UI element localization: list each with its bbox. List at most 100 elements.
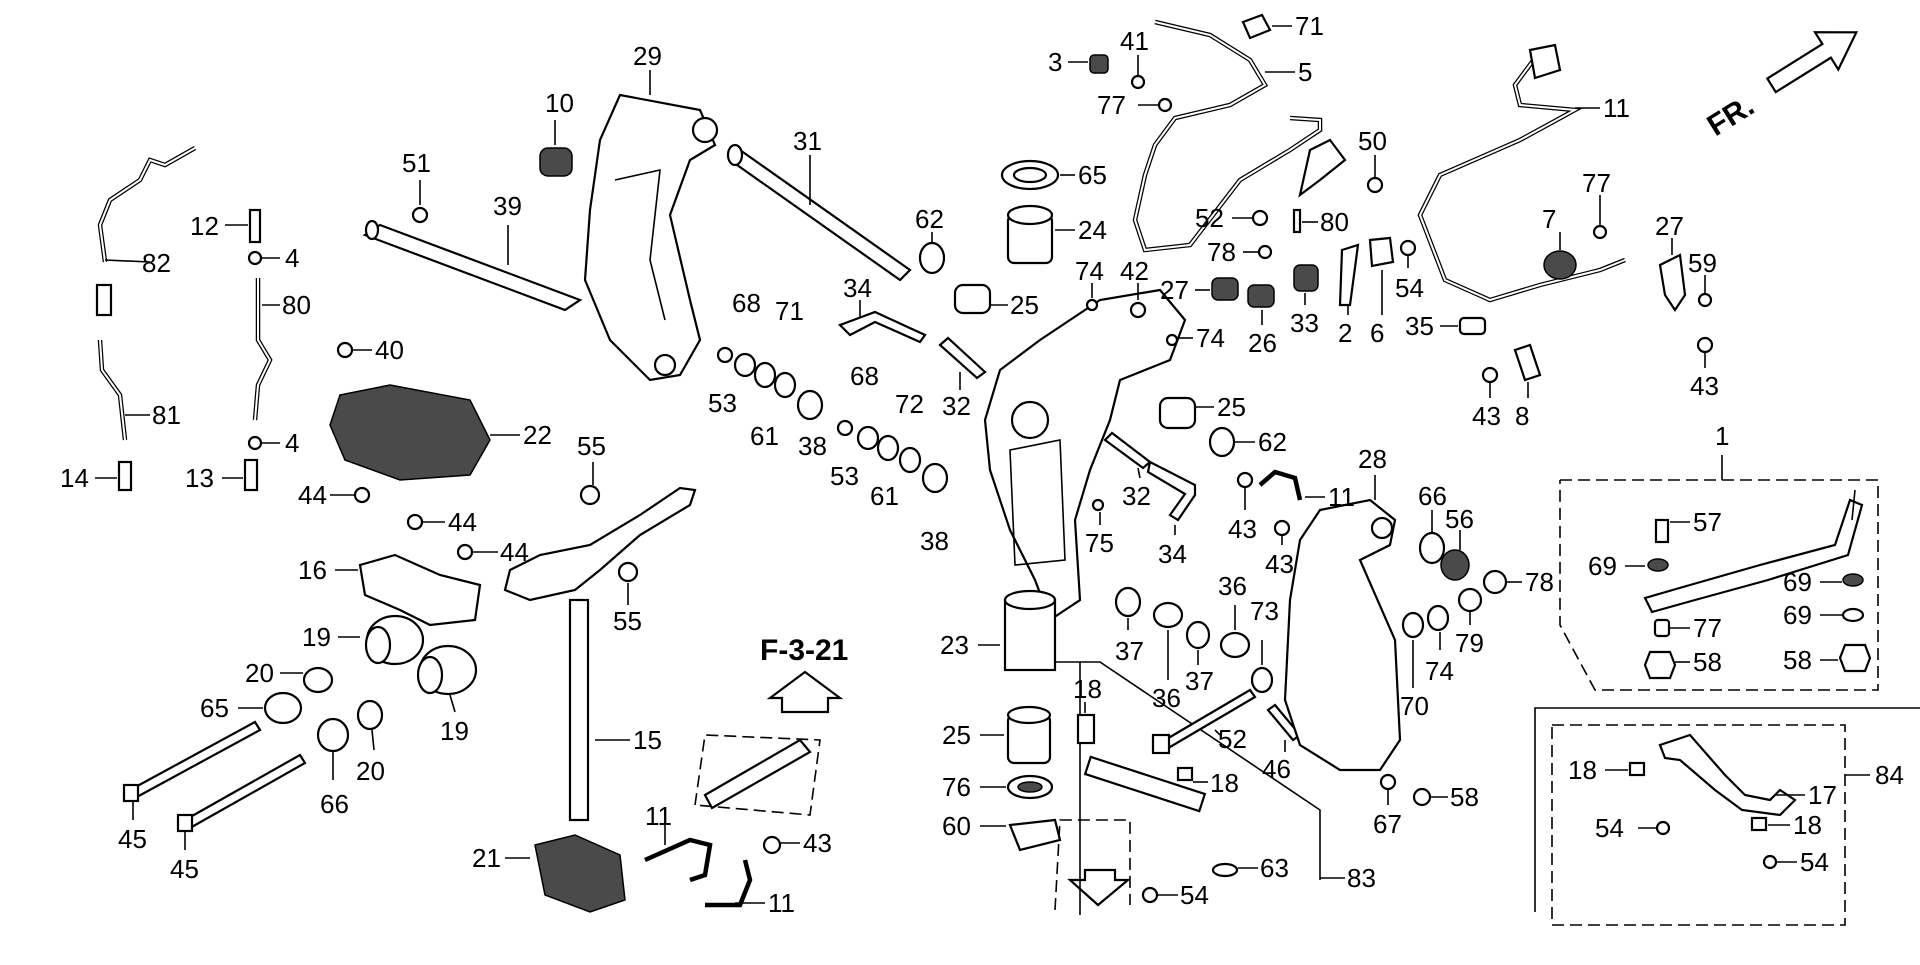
callout-34a: 34 xyxy=(843,273,872,303)
link-21: 21 xyxy=(472,834,626,913)
hose-84: 82 xyxy=(95,146,197,317)
bolt-40: 40 xyxy=(336,335,404,365)
bolt-78: 78 xyxy=(1207,237,1273,267)
washer-20a: 20 xyxy=(245,658,334,694)
clip-9: 8 xyxy=(1513,343,1542,431)
washer-37b: 37 xyxy=(1185,620,1214,696)
nut-80a: 78 xyxy=(1482,567,1554,597)
callout-76: 77 xyxy=(1097,90,1126,120)
callout-7: 11 xyxy=(1603,93,1630,123)
washer-71d: 74 xyxy=(1425,604,1454,686)
bushing-25-upper: 25 xyxy=(953,283,1039,320)
callout-44a: 44 xyxy=(298,480,327,510)
callout-68a: 68 xyxy=(732,288,761,318)
callout-56: 56 xyxy=(1445,504,1474,534)
group-1: 1 57 69 69 69 77 58 58 xyxy=(1559,421,1879,691)
callout-12: 12 xyxy=(190,211,219,241)
lever-34-upper: 34 xyxy=(838,273,927,344)
ref-f-3-21: F-3-21 xyxy=(694,634,848,816)
callout-13: 13 xyxy=(185,463,214,493)
washer-stack-upper: 53 68 61 71 38 xyxy=(708,288,827,461)
callout-75: 76 xyxy=(942,772,971,802)
callout-57: 58 xyxy=(1450,782,1479,812)
mount-19b: 19 xyxy=(416,644,478,746)
bolt-45b: 45 xyxy=(170,753,307,884)
fitting-12: 12 xyxy=(190,208,262,244)
callout-53a: 53 xyxy=(708,388,737,418)
wire-11-mid: 11 xyxy=(1258,469,1355,512)
hose-83: 81 xyxy=(97,339,181,441)
plate-60: 60 xyxy=(942,811,1062,852)
bolt-35: 35 xyxy=(1405,311,1487,341)
clamp-4-upper: 4 xyxy=(247,243,299,273)
cover-22: 22 xyxy=(329,384,552,481)
callout-20a: 20 xyxy=(245,658,274,688)
callout-44b: 44 xyxy=(448,507,477,537)
bolt-43-mid1: 43 xyxy=(1228,471,1257,544)
callout-55b: 55 xyxy=(613,606,642,636)
callout-27: 26 xyxy=(1248,328,1277,358)
clamp-4-lower: 4 xyxy=(247,428,299,458)
callout-11c: 11 xyxy=(768,888,795,918)
swivel-case: 23 xyxy=(940,288,1187,672)
callout-36b: 36 xyxy=(1218,571,1247,601)
grommet-6: 10 xyxy=(539,88,574,177)
callout-80a: 78 xyxy=(1525,567,1554,597)
bolt-44a: 44 xyxy=(298,480,371,510)
nut-67: 67 xyxy=(1373,773,1402,839)
callout-35: 35 xyxy=(1405,311,1434,341)
washer-65a: 65 xyxy=(200,691,303,725)
washer-70: 70 xyxy=(1400,611,1429,721)
washer-62-lower: 62 xyxy=(1208,426,1287,458)
callout-54c: 54 xyxy=(1800,847,1829,877)
arm-15: 15 xyxy=(503,486,697,822)
callout-10: 7 xyxy=(1542,204,1556,234)
callout-42: 42 xyxy=(1120,256,1149,286)
plate-29: 28 xyxy=(1283,444,1402,772)
callout-15: 15 xyxy=(633,725,662,755)
callout-6: 10 xyxy=(545,88,574,118)
grommet-27: 26 xyxy=(1247,284,1277,358)
callout-31: 31 xyxy=(793,126,822,156)
callout-85: 83 xyxy=(1347,863,1376,893)
callout-45a: 45 xyxy=(118,824,147,854)
callout-30: 29 xyxy=(633,41,662,71)
callout-54a: 54 xyxy=(1180,880,1209,910)
callout-79: 77 xyxy=(1582,168,1611,198)
nut-55a: 55 xyxy=(577,431,606,506)
callout-78: 78 xyxy=(1207,237,1236,267)
grommet-10: 7 xyxy=(1542,204,1577,280)
washer-65b: 66 xyxy=(316,717,350,819)
callout-8: 6 xyxy=(1370,318,1384,348)
callout-68b: 68 xyxy=(850,361,879,391)
callout-74b: 74 xyxy=(1196,323,1225,353)
washer-62-upper: 62 xyxy=(915,204,946,275)
callout-59: 59 xyxy=(1688,248,1717,278)
bolt-52: 52 xyxy=(1151,688,1257,755)
callout-11b: 11 xyxy=(1328,482,1355,512)
callout-46: 46 xyxy=(1262,754,1291,784)
clip-74b: 74 xyxy=(1165,323,1225,353)
callout-25b: 25 xyxy=(1217,392,1246,422)
callout-4b: 4 xyxy=(285,428,299,458)
bushing-24-top: 24 xyxy=(1006,204,1107,265)
callout-58b: 58 xyxy=(1783,645,1812,675)
callout-21: 21 xyxy=(472,843,501,873)
callout-9: 8 xyxy=(1515,401,1529,431)
wire-11-lower: 11 11 xyxy=(644,801,795,918)
callout-53b: 53 xyxy=(830,461,859,491)
callout-49: 52 xyxy=(1195,203,1224,233)
callout-28: 27 xyxy=(1160,275,1189,305)
bolt-42: 42 xyxy=(1120,256,1149,319)
callout-82: 80 xyxy=(282,290,311,320)
group-86: 17 84 18 18 54 54 xyxy=(1534,707,1920,926)
callout-24b: 25 xyxy=(942,720,971,750)
ring-75: 76 xyxy=(942,772,1054,802)
callout-43b: 43 xyxy=(1228,514,1257,544)
clip-74a: 74 xyxy=(1075,256,1104,312)
clip-3: 3 xyxy=(1048,47,1109,77)
callout-51: 57 xyxy=(1693,507,1722,537)
callout-45b: 45 xyxy=(170,854,199,884)
callout-80b: 79 xyxy=(1455,628,1484,658)
callout-52: 52 xyxy=(1218,724,1247,754)
